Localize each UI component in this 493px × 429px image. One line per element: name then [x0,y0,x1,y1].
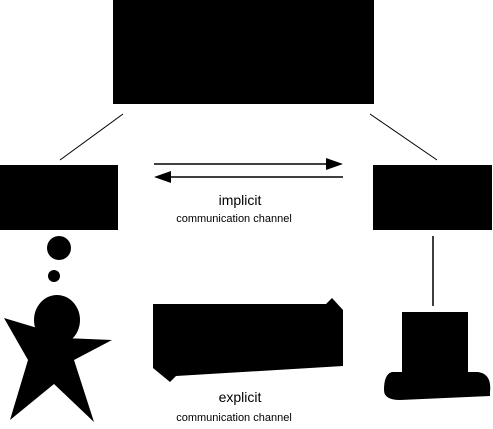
implicit-label: implicit [219,192,262,208]
implicit-arrowhead-right [326,158,343,170]
thought-bubble-small [48,270,60,282]
explicit-sublabel: communication channel [176,412,292,424]
implicit-sublabel: communication channel [176,213,292,225]
connector-left [59,113,124,161]
computer-base [384,372,491,400]
implicit-arrowhead-left [154,171,171,183]
human-head [34,295,80,345]
explicit-label: explicit [219,389,262,405]
implicit-arrows [154,158,343,183]
right-block [373,165,492,230]
thought-bubble-large [47,236,71,260]
connector-right [369,113,438,161]
computer-monitor [402,312,468,374]
explicit-thick-arrow [153,298,343,382]
top-block [113,0,374,104]
human-body [4,318,112,422]
left-block [0,165,118,230]
thought-bubble-icon [47,236,71,282]
explicit-arrow-shape [153,298,343,382]
human-star-figure-icon [4,295,112,422]
computer-terminal-icon [384,236,491,400]
